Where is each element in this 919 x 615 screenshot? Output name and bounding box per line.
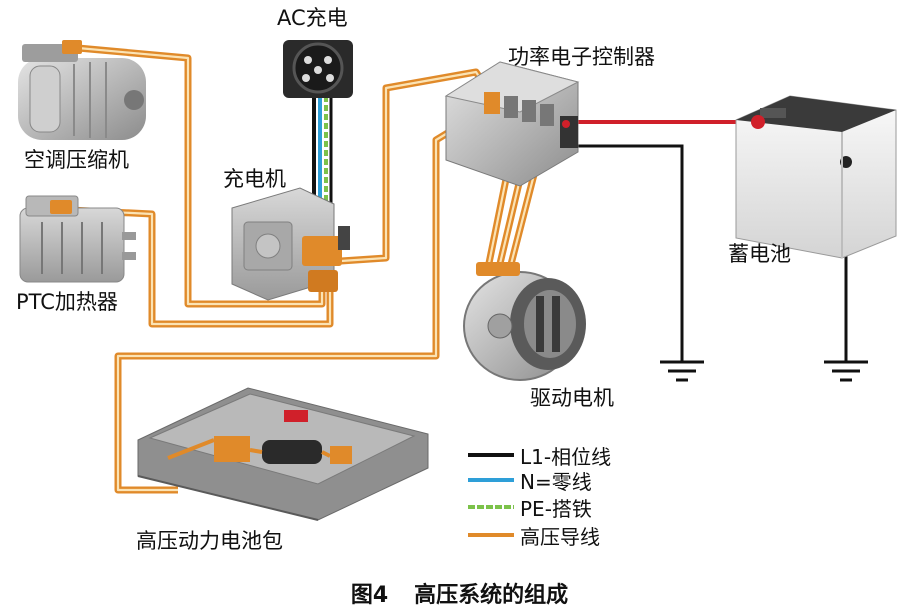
figure-number: 图4	[350, 583, 389, 608]
legend-item-pe: PE-搭铁	[468, 494, 592, 521]
label-hv-battery: 高压动力电池包	[136, 529, 283, 553]
label-charger: 充电机	[223, 167, 286, 191]
hv-battery-pack	[137, 387, 429, 521]
ground-symbol-right	[824, 360, 868, 382]
ground-symbol-left	[660, 360, 704, 382]
label-ac-compressor: 空调压缩机	[24, 148, 129, 172]
label-ac-charge: AC充电	[277, 6, 348, 30]
legend-swatch-pe	[468, 505, 514, 509]
legend-swatch-l1	[468, 453, 514, 457]
ptc-heater	[19, 195, 136, 283]
ac-charge-socket	[283, 40, 353, 98]
figure-title: 高压系统的组成	[414, 583, 569, 608]
legend-item-hv: 高压导线	[468, 522, 600, 549]
drive-motor	[463, 262, 586, 381]
battery-12v	[735, 95, 897, 259]
legend-label: 高压导线	[520, 524, 600, 549]
ac-compressor	[18, 40, 146, 140]
charger-unit	[231, 187, 350, 301]
legend-item-n: N=零线	[468, 467, 592, 494]
legend-item-l1: L1-相位线	[468, 442, 612, 469]
label-ptc-heater: PTC加热器	[16, 290, 118, 314]
legend-label: L1-相位线	[520, 444, 612, 469]
label-drive-motor: 驱动电机	[530, 386, 614, 410]
label-battery-12v: 蓄电池	[728, 242, 791, 266]
power-electronics-controller	[444, 61, 580, 187]
figure-caption: 图4 高压系统的组成	[0, 577, 919, 609]
legend-label: PE-搭铁	[520, 496, 592, 521]
legend-label: N=零线	[520, 469, 592, 494]
legend-swatch-hv	[468, 533, 514, 537]
legend-swatch-n	[468, 478, 514, 482]
label-power-controller: 功率电子控制器	[508, 45, 655, 69]
